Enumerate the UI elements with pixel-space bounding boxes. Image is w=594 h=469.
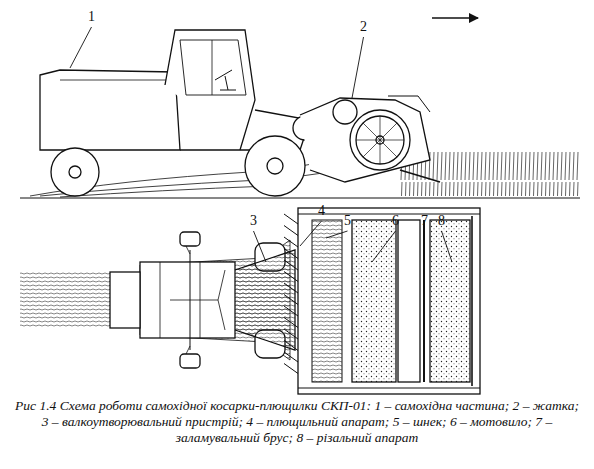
callout-number: 4 bbox=[318, 204, 325, 218]
leader-line bbox=[326, 231, 348, 238]
direction-arrow bbox=[432, 17, 478, 18]
leader-line bbox=[424, 231, 426, 262]
callout-number: 8 bbox=[438, 214, 445, 228]
leader-line bbox=[300, 221, 322, 246]
auger-tine bbox=[284, 329, 298, 339]
auger-tine bbox=[284, 318, 298, 328]
auger-tine bbox=[284, 214, 298, 224]
callout-number: 5 bbox=[344, 214, 351, 228]
auger-tine bbox=[284, 237, 298, 247]
callout-number: 3 bbox=[250, 214, 257, 228]
auger-tine bbox=[284, 364, 298, 374]
leader-line bbox=[70, 27, 92, 68]
figure-caption: Рис 1.4 Схема роботи самохідної косарки-… bbox=[14, 398, 580, 447]
leader-line bbox=[442, 231, 453, 262]
callout-number: 6 bbox=[392, 214, 399, 228]
auger-tine bbox=[284, 306, 298, 316]
auger-tine bbox=[284, 249, 298, 259]
callout-number: 1 bbox=[88, 10, 95, 24]
callout-number: 2 bbox=[360, 20, 367, 34]
auger-tine bbox=[284, 226, 298, 236]
auger-tine bbox=[284, 272, 298, 282]
leader-line bbox=[254, 231, 267, 262]
auger-tine bbox=[284, 283, 298, 293]
leader-lines bbox=[70, 27, 452, 262]
auger-tine bbox=[284, 341, 298, 351]
auger-tine bbox=[284, 260, 298, 270]
auger-tine bbox=[284, 352, 298, 362]
leader-line bbox=[352, 37, 364, 98]
callout-number: 7 bbox=[421, 214, 428, 228]
auger-tine bbox=[284, 295, 298, 305]
leader-line bbox=[372, 231, 396, 262]
